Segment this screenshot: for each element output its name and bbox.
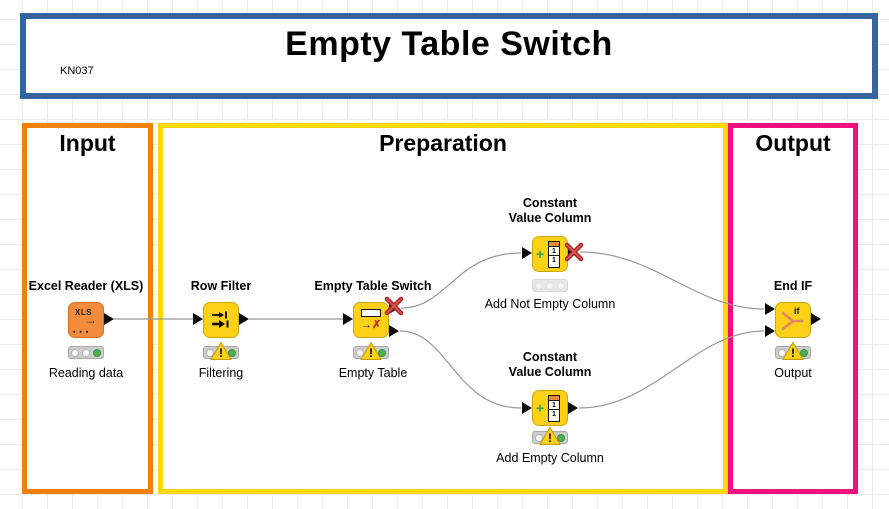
excel-reader-node[interactable]: XLS → ▪ ▪ ▪ xyxy=(68,302,104,338)
row-filter-node[interactable] xyxy=(203,302,239,338)
connection-switch-to-constant-top[interactable] xyxy=(400,252,522,309)
empty-table-switch-node[interactable]: →✗ xyxy=(353,302,389,338)
node-comment-end-if: Output xyxy=(774,366,812,380)
row-filter-output-port[interactable] xyxy=(239,313,249,325)
warning-icon: ! xyxy=(210,341,232,360)
svg-text:!: ! xyxy=(791,346,795,360)
empty-table-switch-output-port-bottom[interactable] xyxy=(389,325,399,337)
output-section-title: Output xyxy=(755,130,831,156)
node-name-constant-top: Constant Value Column xyxy=(508,196,592,225)
node-comment-row-filter: Filtering xyxy=(198,366,244,380)
connection-constant-top-to-endif[interactable] xyxy=(579,251,765,310)
column-icon: 1 1 xyxy=(548,395,560,422)
node-name-excel-reader: Excel Reader (XLS) xyxy=(28,279,144,293)
if-label: if xyxy=(794,306,800,316)
workflow-tag: KN037 xyxy=(60,65,94,77)
svg-text:!: ! xyxy=(219,346,223,360)
row-filter-icon xyxy=(212,311,229,328)
row-filter-input-port[interactable] xyxy=(193,313,203,325)
inactive-port-x-icon xyxy=(564,242,584,262)
node-comment-constant-top: Add Not Empty Column xyxy=(484,297,616,311)
workflow-title: Empty Table Switch xyxy=(285,25,613,63)
preparation-section-title: Preparation xyxy=(379,130,507,156)
constant-value-column-bottom-node[interactable]: + 1 1 xyxy=(532,390,568,426)
xls-arrow-icon: → xyxy=(85,313,97,327)
input-section-annotation[interactable]: Input xyxy=(22,123,153,494)
node-comment-empty-table-switch: Empty Table xyxy=(338,366,408,380)
constant-top-input-port[interactable] xyxy=(522,247,532,259)
table-icon xyxy=(361,309,381,317)
light-green-on xyxy=(93,348,101,357)
excel-reader-output-port[interactable] xyxy=(104,313,114,325)
end-if-input-port-bottom[interactable] xyxy=(765,325,775,337)
warning-icon: ! xyxy=(360,341,382,360)
empty-table-switch-input-port[interactable] xyxy=(343,313,353,325)
end-if-input-port-top[interactable] xyxy=(765,303,775,315)
input-section-title: Input xyxy=(59,130,116,156)
excel-reader-traffic-light xyxy=(68,346,104,359)
constant-bottom-input-port[interactable] xyxy=(522,402,532,414)
end-if-output-port[interactable] xyxy=(811,313,821,325)
node-name-end-if: End IF xyxy=(773,279,813,293)
preparation-section-annotation[interactable]: Preparation xyxy=(158,123,728,494)
warning-icon: ! xyxy=(782,341,804,360)
svg-text:!: ! xyxy=(548,431,552,445)
column-icon: 1 1 xyxy=(548,241,560,268)
title-annotation[interactable]: Empty Table Switch KN037 xyxy=(20,13,878,99)
node-comment-constant-bottom: Add Empty Column xyxy=(496,451,604,465)
node-name-empty-table-switch: Empty Table Switch xyxy=(314,279,432,293)
inactive-port-x-icon xyxy=(384,296,404,316)
end-if-node[interactable]: if xyxy=(775,302,811,338)
constant-bottom-output-port[interactable] xyxy=(568,402,578,414)
node-name-row-filter: Row Filter xyxy=(190,279,252,293)
svg-text:!: ! xyxy=(369,346,373,360)
constant-top-traffic-light xyxy=(532,279,568,292)
merge-y-icon xyxy=(781,311,804,331)
light-red-off xyxy=(71,348,79,357)
warning-icon: ! xyxy=(539,426,561,445)
arrow-x-icon: →✗ xyxy=(361,319,382,331)
node-comment-excel-reader: Reading data xyxy=(48,366,124,380)
plus-icon: + xyxy=(536,246,545,262)
connection-switch-to-constant-bottom[interactable] xyxy=(399,330,522,409)
light-yellow-off xyxy=(82,348,90,357)
xls-icon: XLS xyxy=(75,308,93,317)
node-name-constant-bottom: Constant Value Column xyxy=(508,350,592,379)
connection-constant-bottom-to-endif[interactable] xyxy=(578,330,765,409)
plus-icon: + xyxy=(536,400,545,416)
xls-dots-icon: ▪ ▪ ▪ xyxy=(73,329,90,336)
constant-value-column-top-node[interactable]: + 1 1 xyxy=(532,236,568,272)
